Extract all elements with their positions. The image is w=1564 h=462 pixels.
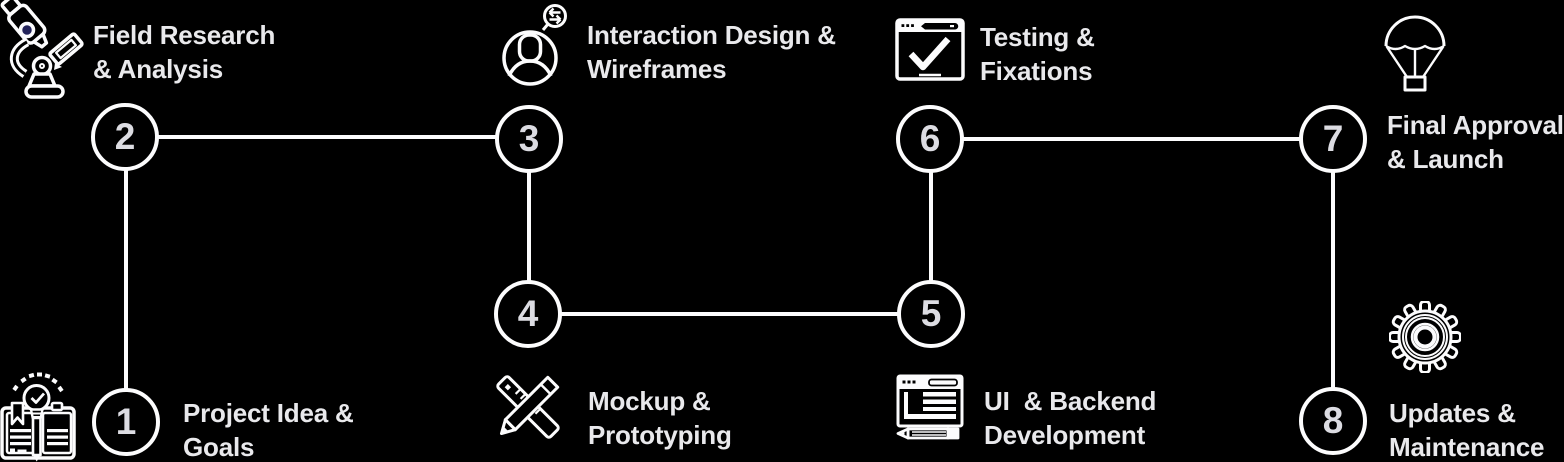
step-7-circle: 7 xyxy=(1299,105,1367,173)
connector-2-3 xyxy=(156,135,498,139)
step-3-label: Interaction Design & Wireframes xyxy=(587,20,836,84)
step-1-circle: 1 xyxy=(92,388,160,456)
connector-3-4 xyxy=(527,172,531,282)
connector-1-2 xyxy=(124,170,128,390)
step-7-number: 7 xyxy=(1322,118,1344,159)
connector-4-5 xyxy=(559,312,900,316)
connector-5-6 xyxy=(929,172,933,282)
step-5-number: 5 xyxy=(920,293,942,334)
microscope-icon xyxy=(0,0,84,99)
pencil-ruler-icon xyxy=(496,375,560,439)
connector-7-8 xyxy=(1331,172,1335,389)
step-2-number: 2 xyxy=(114,116,136,157)
idea-book-icon xyxy=(0,372,76,462)
user-chat-icon xyxy=(502,4,567,86)
step-8-label: Updates & Maintenance xyxy=(1389,398,1545,462)
step-6-circle: 6 xyxy=(896,105,964,173)
step-3-number: 3 xyxy=(518,118,540,159)
step-1-label: Project Idea & Goals xyxy=(183,398,354,462)
step-5-circle: 5 xyxy=(897,280,965,348)
browser-check-icon xyxy=(895,18,965,81)
connector-6-7 xyxy=(961,137,1301,141)
parachute-icon xyxy=(1384,15,1446,92)
step-4-circle: 4 xyxy=(494,280,562,348)
step-2-label: Field Research & Analysis xyxy=(93,20,276,84)
step-3-circle: 3 xyxy=(495,105,563,173)
step-8-number: 8 xyxy=(1322,400,1344,441)
step-6-number: 6 xyxy=(919,118,941,159)
step-1-number: 1 xyxy=(115,401,137,442)
step-2-circle: 2 xyxy=(91,103,159,171)
step-7-label: Final Approval & Launch xyxy=(1387,110,1564,174)
step-6-label: Testing & Fixations xyxy=(980,22,1095,86)
step-5-label: UI & Backend Development xyxy=(984,386,1157,450)
step-8-circle: 8 xyxy=(1299,387,1367,455)
browser-code-icon xyxy=(896,374,964,440)
step-4-number: 4 xyxy=(517,293,539,334)
gear-icon xyxy=(1389,301,1461,373)
step-4-label: Mockup & Prototyping xyxy=(588,386,732,450)
